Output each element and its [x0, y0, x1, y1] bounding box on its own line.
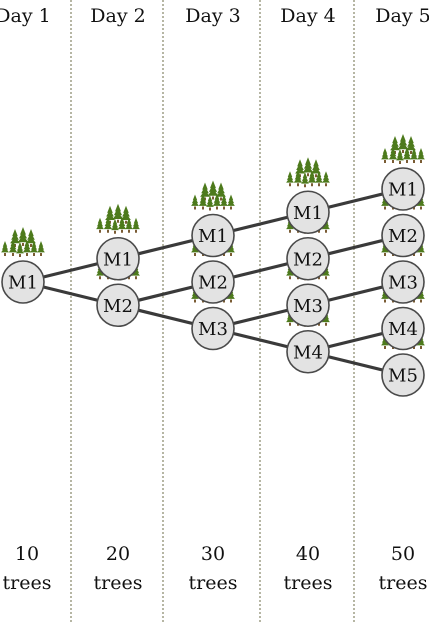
node-d3-m2: M2: [191, 260, 235, 304]
day-header: Day 3: [185, 5, 240, 27]
day-header: Day 2: [90, 5, 145, 27]
tree-count-unit: trees: [189, 572, 238, 594]
node-label: M4: [293, 342, 323, 363]
node-label: M1: [198, 226, 228, 247]
node-label: M4: [388, 319, 418, 340]
tree-count-value: 40: [296, 543, 320, 565]
tree-counts: 10 trees 20 trees 30 trees 40 trees 50 trees: [3, 543, 428, 594]
tree-count-unit: trees: [94, 572, 143, 594]
node-d5-m2: M2: [381, 213, 425, 258]
node-circle: [286, 329, 330, 374]
node-label: M1: [8, 273, 38, 294]
node-label: M2: [293, 249, 323, 270]
node-d2-m1: M1: [96, 236, 140, 281]
node-d5-m3: M3: [381, 260, 425, 304]
node-circle: [286, 190, 330, 235]
tree-count-value: 10: [15, 543, 39, 565]
node-label: M5: [388, 366, 418, 387]
node-circle: [96, 283, 140, 328]
day-dividers: [70, 0, 355, 624]
day-headers: Day 1 Day 2 Day 3 Day 4 Day 5: [0, 5, 429, 27]
node-label: M1: [293, 203, 323, 224]
pine-trees-icon: [191, 180, 235, 211]
node-d2-m2: M2: [96, 283, 140, 328]
day-header: Day 4: [280, 5, 335, 27]
node-label: M1: [103, 249, 133, 270]
tree-count-value: 50: [391, 543, 415, 565]
node-label: M3: [388, 273, 418, 294]
pine-trees-icon: [1, 227, 45, 257]
node-d3-m1: M1: [191, 213, 235, 258]
node-circle: [191, 213, 235, 258]
node-d5-m1: M1: [381, 167, 425, 211]
tree-count-unit: trees: [284, 572, 333, 594]
node-circle: [191, 306, 235, 351]
node-circle: [1, 260, 45, 304]
node-circle: [286, 283, 330, 328]
tree-count-value: 30: [201, 543, 225, 565]
node-circle: [381, 167, 425, 211]
tree-count-value: 20: [106, 543, 130, 565]
node-circle: [191, 260, 235, 304]
node-d5-m4: M4: [381, 306, 425, 351]
pine-trees-icon: [286, 157, 330, 188]
node-d3-m3: M3: [191, 306, 235, 351]
tree-count-unit: trees: [3, 572, 52, 594]
node-circle: [286, 236, 330, 281]
node-d4-m4: M4: [286, 329, 330, 374]
node-label: M2: [198, 273, 228, 294]
node-label: M1: [388, 180, 418, 201]
node-circle: [381, 306, 425, 351]
tree-count-unit: trees: [379, 572, 428, 594]
node-circle: [381, 213, 425, 258]
node-d5-m5: M5: [381, 353, 425, 397]
node-d4-m2: M2: [286, 236, 330, 281]
node-d4-m1: M1: [286, 190, 330, 235]
node-circle: [96, 236, 140, 281]
day-header: Day 5: [375, 5, 429, 27]
pine-trees-icon: [96, 203, 140, 234]
node-circle: [381, 353, 425, 397]
node-circle: [381, 260, 425, 304]
pine-trees-icon: [381, 134, 425, 164]
node-d1-m1: M1: [1, 260, 45, 304]
node-d4-m3: M3: [286, 283, 330, 328]
day-header: Day 1: [0, 5, 51, 27]
node-label: M3: [293, 296, 323, 317]
node-label: M2: [388, 226, 418, 247]
node-label: M2: [103, 296, 133, 317]
node-label: M3: [198, 319, 228, 340]
